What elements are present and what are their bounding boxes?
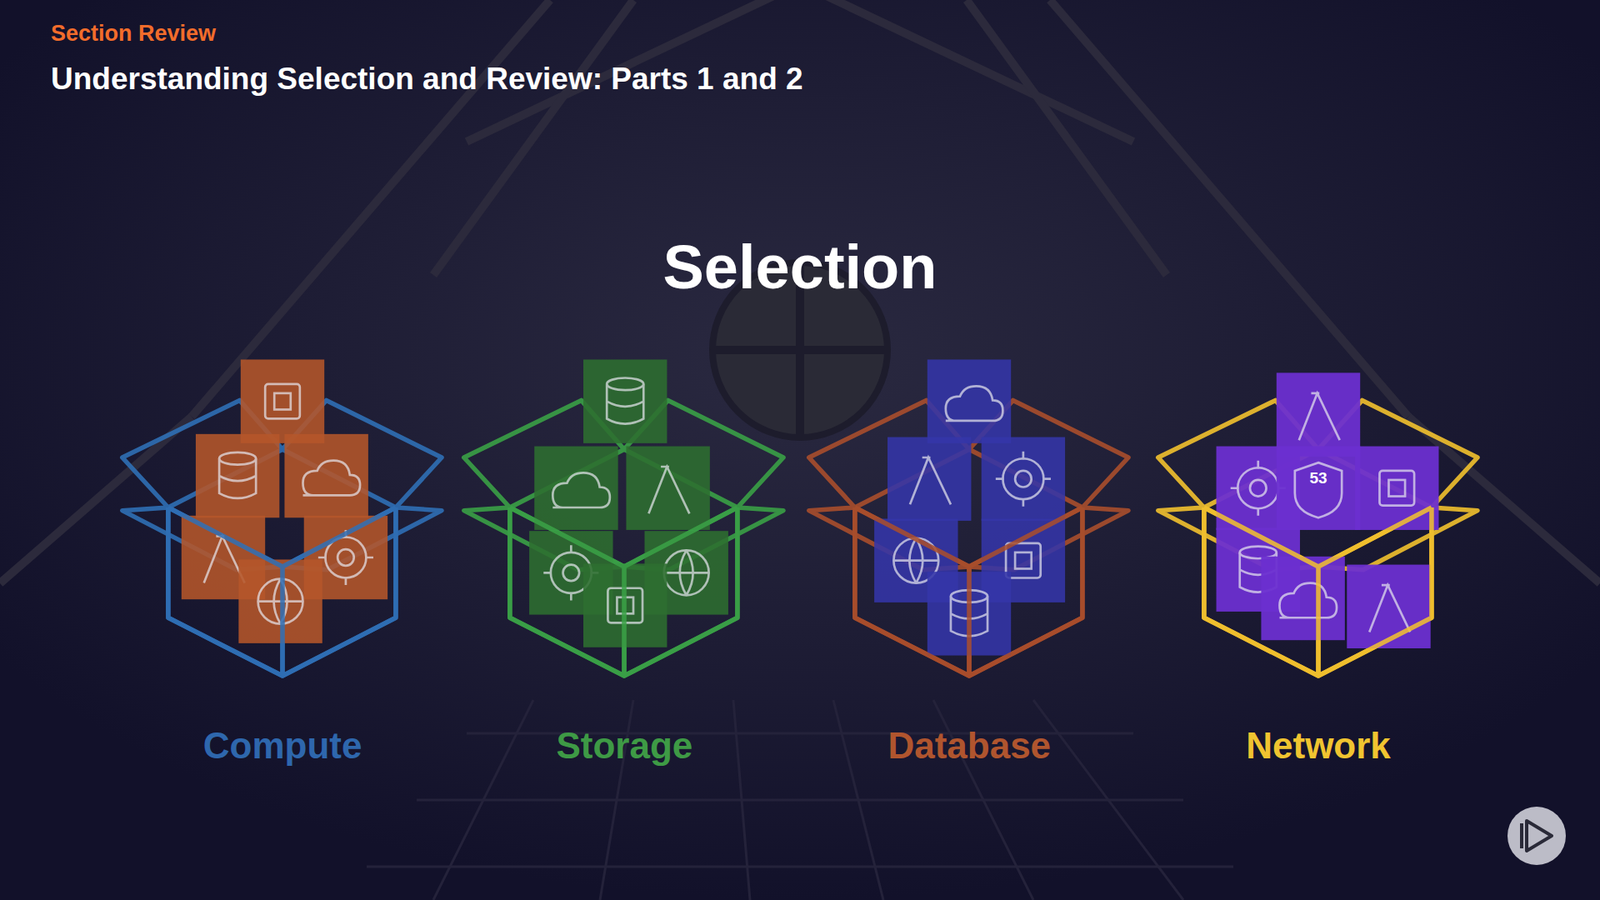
service-icon-tile (1355, 445, 1439, 530)
service-glyph (607, 377, 645, 424)
service-glyph (1280, 582, 1338, 618)
box-group (809, 359, 1129, 676)
service-glyph (1005, 542, 1041, 578)
tile-square (535, 445, 619, 530)
service-glyph (664, 550, 710, 595)
box-front-edges (855, 507, 1083, 676)
box-front-edges (510, 507, 738, 676)
box-group (464, 359, 784, 676)
service-icon-tile (195, 433, 280, 517)
tile-square (240, 359, 325, 443)
play-button (1507, 806, 1566, 865)
tile-square (1276, 372, 1360, 456)
service-glyph (219, 451, 256, 498)
service-icon-tile (626, 445, 710, 530)
service-icon-tile (927, 359, 1011, 443)
tile-square (981, 436, 1065, 520)
section-label: Section Review (50, 21, 216, 47)
icon-number: 53 (1309, 470, 1327, 488)
service-box: Storage (457, 349, 791, 775)
box-group (122, 359, 442, 676)
service-glyph (995, 450, 1051, 506)
service-glyph (265, 383, 300, 419)
tile-square (1355, 445, 1439, 530)
tile-square (195, 433, 280, 517)
service-icon-tile (1276, 445, 1360, 530)
service-icon-tile (583, 359, 667, 443)
service-box: Compute (115, 349, 450, 775)
category-label: Compute (115, 724, 450, 768)
service-glyph (1380, 470, 1415, 505)
tile-square (1346, 564, 1430, 648)
service-glyph (910, 457, 951, 505)
open-box-illustration (457, 349, 791, 716)
service-box: Database (802, 349, 1136, 775)
service-glyph (553, 472, 611, 508)
open-box-illustration (802, 349, 1136, 716)
box-outline (809, 400, 1129, 676)
tile-square (626, 445, 710, 530)
service-icon-tile (1276, 372, 1360, 456)
service-icon-tile (1260, 555, 1345, 640)
slide-title: Understanding Selection and Review: Part… (50, 61, 804, 97)
service-icon-tile (535, 445, 619, 530)
service-box: Network (1151, 349, 1485, 775)
tile-square (583, 359, 667, 443)
service-icon-tile (981, 436, 1065, 520)
service-glyph (945, 385, 1004, 421)
tile-square (1276, 445, 1360, 530)
floor-boards (366, 700, 1234, 900)
category-label: Network (1151, 724, 1485, 768)
slide-heading: Selection (663, 233, 938, 301)
category-label: Storage (457, 724, 791, 768)
tile-square (887, 436, 971, 520)
box-front-edges (168, 507, 396, 676)
box-front-edges (1204, 507, 1432, 676)
service-icon-tile (887, 436, 971, 520)
tile-square (927, 359, 1011, 443)
box-group (1158, 372, 1478, 676)
service-icon-tile (240, 359, 325, 443)
open-box-illustration (1151, 349, 1485, 716)
service-glyph (1369, 585, 1410, 632)
tile-square (1260, 555, 1345, 640)
service-glyph (1295, 462, 1342, 518)
tile-square (285, 433, 369, 517)
service-glyph (1299, 392, 1340, 440)
service-icon-tile (1346, 564, 1430, 648)
category-label: Database (802, 724, 1136, 768)
service-glyph (303, 460, 361, 495)
service-icon-tile (285, 433, 369, 517)
service-glyph (318, 530, 374, 585)
service-glyph (649, 466, 690, 514)
open-box-illustration (115, 349, 450, 716)
roof-beams (0, 0, 1600, 584)
